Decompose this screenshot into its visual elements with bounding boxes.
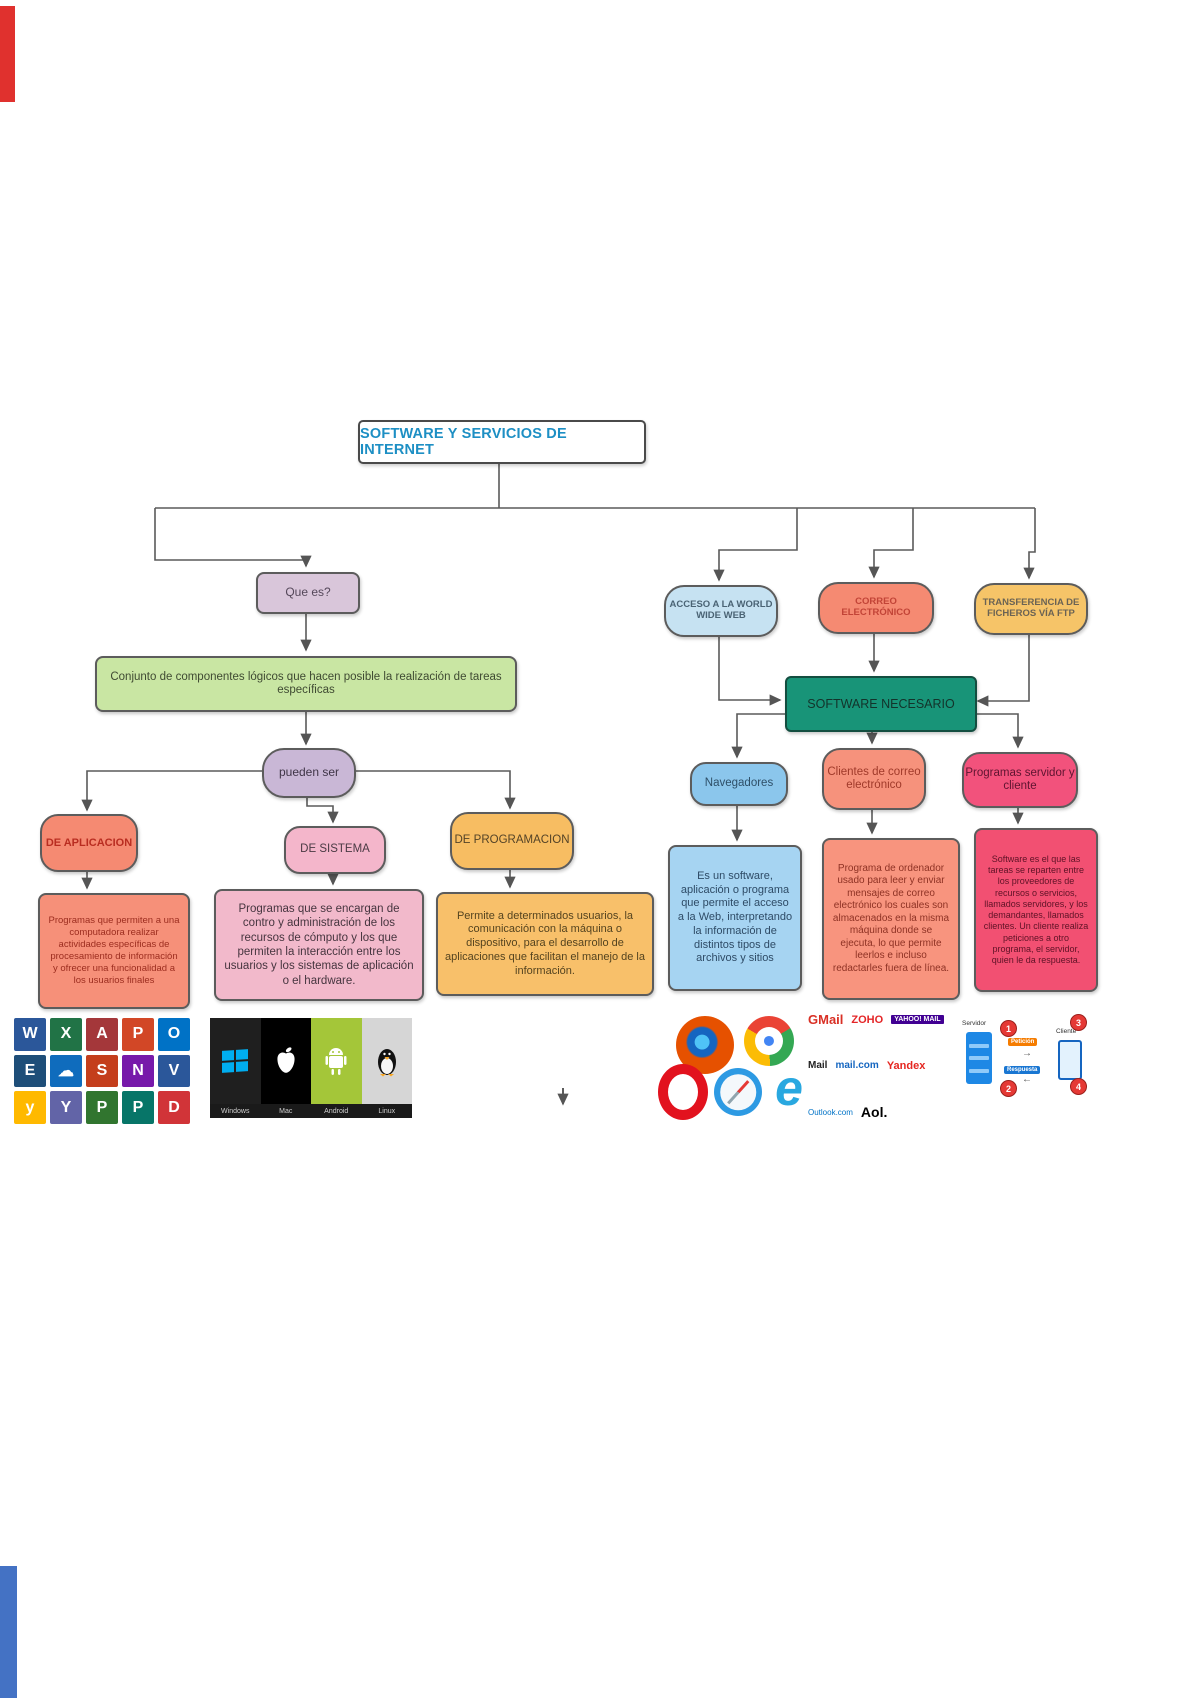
android-panel: Android	[311, 1018, 362, 1118]
node-correo-electronico: CORREO ELECTRÓNICO	[818, 582, 934, 634]
diagram-title: SOFTWARE Y SERVICIOS DE INTERNET	[358, 420, 646, 464]
yahoo-mail-logo: YAHOO! MAIL	[891, 1015, 944, 1024]
office-apps-collage: W X A P O E ☁ S N V y Y P P D	[14, 1018, 190, 1124]
office-tile-icon: X	[50, 1018, 82, 1051]
office-tile-icon: P	[122, 1091, 154, 1124]
gmail-logo: GMail	[808, 1012, 844, 1027]
node-transferencia-ftp: TRANSFERENCIA DE FICHEROS VÍA FTP	[974, 583, 1088, 635]
mailcom-logo: mail.com	[835, 1060, 879, 1071]
page-edge-blue-strip	[0, 1566, 17, 1698]
zoho-logo: ZOHO	[851, 1013, 884, 1026]
node-programas-servidor-cliente: Programas servidor y cliente	[962, 752, 1078, 808]
tux-penguin-icon	[362, 1018, 413, 1104]
cliente-label: Cliente	[1056, 1028, 1077, 1035]
opera-icon	[658, 1064, 708, 1120]
client-phone-icon	[1058, 1040, 1082, 1080]
node-definition: Conjunto de componentes lógicos que hace…	[95, 656, 517, 712]
step-badge: 3	[1070, 1014, 1087, 1031]
step-badge: 2	[1000, 1080, 1017, 1097]
server-icon	[966, 1032, 992, 1084]
aol-logo: Aol.	[860, 1104, 888, 1120]
page-edge-red-strip	[0, 6, 15, 102]
node-clientes-correo: Clientes de correo electrónico	[822, 748, 926, 810]
step-badge: 1	[1000, 1020, 1017, 1037]
email-logos-collage: GMail ZOHO YAHOO! MAIL Mail mail.com Yan…	[808, 1012, 950, 1120]
step-badge: 4	[1070, 1078, 1087, 1095]
safari-icon	[714, 1068, 762, 1116]
description-clientes-correo: Programa de ordenador usado para leer y …	[822, 838, 960, 1000]
browser-logos-collage: e	[652, 1010, 810, 1122]
os-label: Android	[311, 1104, 362, 1118]
windows-panel: Windows	[210, 1018, 261, 1118]
request-arrow-icon: →	[1022, 1048, 1032, 1059]
mac-panel: Mac	[260, 1018, 312, 1118]
office-tile-icon: D	[158, 1091, 190, 1124]
apple-logo-icon	[261, 1018, 312, 1104]
office-tile-icon: ☁	[50, 1054, 82, 1088]
os-label: Linux	[361, 1104, 412, 1118]
office-tile-icon: W	[14, 1018, 46, 1051]
yandex-logo: Yandex	[886, 1059, 926, 1072]
peticion-tag: Petición	[1008, 1038, 1038, 1046]
office-tile-icon: E	[14, 1054, 46, 1088]
mail-logo: Mail	[808, 1060, 828, 1071]
office-tile-icon: P	[122, 1018, 154, 1051]
office-tile-icon: O	[158, 1018, 190, 1051]
description-servidor-cliente: Software es el que las tareas se reparte…	[974, 828, 1098, 992]
description-de-sistema: Programas que se encargan de contro y ad…	[214, 889, 424, 1001]
node-navegadores: Navegadores	[690, 762, 788, 806]
android-robot-icon	[311, 1018, 362, 1104]
windows-logo-icon	[222, 1049, 249, 1073]
description-navegadores: Es un software, aplicación o programa qu…	[668, 845, 802, 991]
office-tile-icon: y	[14, 1091, 46, 1124]
node-de-programacion: DE PROGRAMACION	[450, 812, 574, 870]
office-tile-icon: V	[158, 1054, 190, 1088]
node-de-sistema: DE SISTEMA	[284, 826, 386, 874]
internet-explorer-icon: e	[775, 1060, 803, 1116]
node-acceso-www: ACCESO A LA WORLD WIDE WEB	[664, 585, 778, 637]
client-server-collage: Servidor Cliente 1 3 2 4 Petición Respue…	[952, 1010, 1098, 1106]
linux-panel: Linux	[361, 1018, 413, 1118]
office-tile-icon: N	[122, 1054, 154, 1088]
os-label: Mac	[260, 1104, 311, 1118]
outlook-logo: Outlook.com	[808, 1107, 853, 1117]
office-tile-icon: A	[86, 1018, 118, 1051]
response-arrow-icon: ←	[1022, 1074, 1032, 1085]
os-logos-collage: Windows Mac	[210, 1018, 412, 1118]
servidor-label: Servidor	[962, 1020, 987, 1027]
office-tile-icon: S	[86, 1054, 118, 1088]
node-software-necesario: SOFTWARE NECESARIO	[785, 676, 977, 732]
node-de-aplicacion: DE APLICACION	[40, 814, 138, 872]
description-de-programacion: Permite a determinados usuarios, la comu…	[436, 892, 654, 996]
node-pueden-ser: pueden ser	[262, 748, 356, 798]
office-tile-icon: P	[86, 1091, 118, 1124]
description-de-aplicacion: Programas que permiten a una computadora…	[38, 893, 190, 1009]
chrome-icon	[744, 1016, 794, 1066]
office-tile-icon: Y	[50, 1091, 82, 1124]
node-que-es: Que es?	[256, 572, 360, 614]
respuesta-tag: Respuesta	[1004, 1066, 1041, 1074]
os-label: Windows	[210, 1104, 261, 1118]
